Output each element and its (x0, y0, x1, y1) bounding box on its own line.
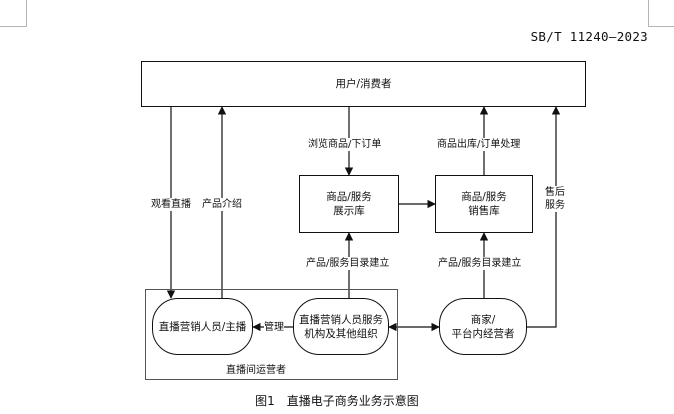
edge-label-watch-live: 观看直播 (151, 198, 191, 211)
after-sales-line2: 服务 (545, 200, 565, 211)
node-users: 用户/消费者 (141, 61, 586, 107)
crop-mark-top-left (0, 0, 27, 27)
node-host: 直播营销人员/主播 (152, 298, 253, 355)
node-sales-library: 商品/服务 销售库 (435, 175, 533, 233)
edge-label-manage: 管理 (264, 321, 284, 334)
node-merchant-line1: 商家/ (470, 313, 496, 326)
node-merchant: 商家/ 平台内经营者 (439, 298, 527, 355)
node-host-label: 直播营销人员/主播 (158, 320, 247, 333)
group-label: 直播间运营者 (226, 364, 286, 377)
node-display-line1: 商品/服务 (326, 191, 372, 203)
live-room-operator-group (145, 289, 398, 380)
edge-label-after-sales: 售后 服务 (545, 186, 565, 212)
node-agency-line1: 直播营销人员服务 (299, 313, 383, 326)
node-merchant-line2: 平台内经营者 (451, 327, 515, 340)
node-sales-line2: 销售库 (468, 205, 500, 217)
edge-label-product-intro: 产品介绍 (202, 198, 242, 211)
edge-label-catalog-left: 产品/服务目录建立 (306, 257, 390, 270)
node-display-library: 商品/服务 展示库 (299, 175, 399, 233)
node-agency: 直播营销人员服务 机构及其他组织 (293, 298, 389, 355)
node-display-line2: 展示库 (333, 205, 365, 217)
after-sales-line1: 售后 (545, 187, 565, 198)
node-users-label: 用户/消费者 (335, 78, 392, 90)
document-code: SB/T 11240—2023 (530, 29, 648, 44)
edge-label-ship-process: 商品出库/订单处理 (437, 138, 521, 151)
crop-mark-top-right (648, 0, 674, 27)
figure-caption: 图1 直播电子商务业务示意图 (255, 394, 419, 408)
edge-label-catalog-right: 产品/服务目录建立 (438, 257, 522, 270)
edge-merchant-to-users (527, 106, 561, 328)
node-agency-line2: 机构及其他组织 (304, 327, 378, 340)
edge-label-browse-order: 浏览商品/下订单 (308, 138, 382, 151)
node-sales-line1: 商品/服务 (461, 191, 507, 203)
